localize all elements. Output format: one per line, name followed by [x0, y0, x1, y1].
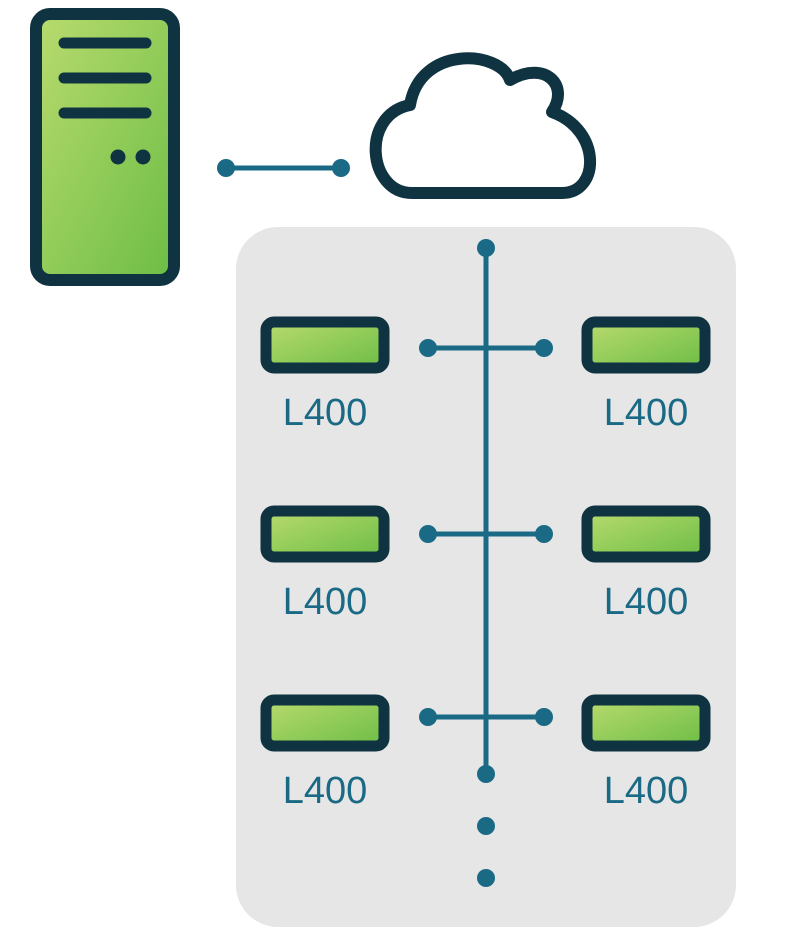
- device-label: L400: [283, 581, 368, 623]
- device-l400-1: L400: [260, 316, 390, 434]
- l400-device-icon: [581, 316, 711, 374]
- device-label: L400: [604, 581, 689, 623]
- l400-device-icon: [260, 316, 390, 374]
- continuation-dots: [477, 817, 495, 887]
- network-bus: [477, 239, 495, 783]
- device-l400-6: L400: [581, 694, 711, 812]
- l400-device-icon: [581, 694, 711, 752]
- cloud-icon: [369, 52, 597, 199]
- device-label: L400: [283, 392, 368, 434]
- branch-row-3: [419, 708, 553, 726]
- server-cloud-link: [217, 159, 350, 177]
- l400-device-icon: [581, 505, 711, 563]
- branch-row-1: [419, 339, 553, 357]
- device-l400-4: L400: [581, 505, 711, 623]
- l400-device-icon: [260, 694, 390, 752]
- device-l400-3: L400: [260, 505, 390, 623]
- device-l400-5: L400: [260, 694, 390, 812]
- device-label: L400: [283, 770, 368, 812]
- device-l400-2: L400: [581, 316, 711, 434]
- device-label: L400: [604, 392, 689, 434]
- server-tower-icon: [30, 8, 180, 286]
- device-label: L400: [604, 770, 689, 812]
- bus-branches: [419, 339, 553, 726]
- l400-device-icon: [260, 505, 390, 563]
- branch-row-2: [419, 525, 553, 543]
